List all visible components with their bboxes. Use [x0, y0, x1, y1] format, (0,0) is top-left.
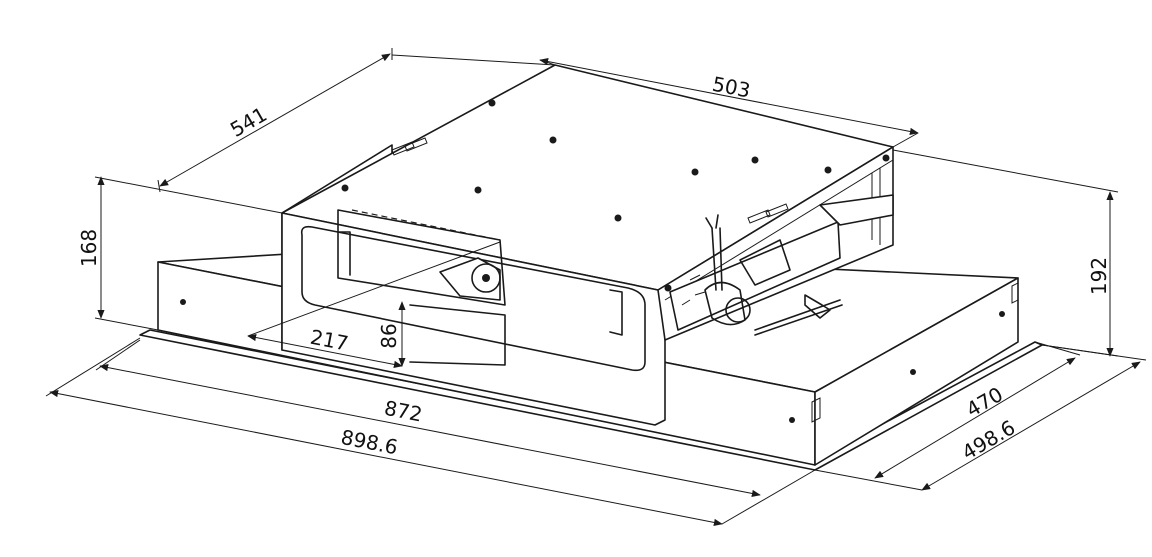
- dim-label-outlet-height: 86: [377, 323, 401, 348]
- dimension-lines: [45, 48, 1147, 526]
- dim-label-left-height: 168: [77, 229, 101, 267]
- dim-label-outer-width: 898.6: [339, 425, 400, 459]
- dim-label-right-height: 192: [1087, 257, 1111, 295]
- dim-label-top-depth: 541: [226, 102, 271, 142]
- dim-label-top-width: 503: [710, 72, 752, 103]
- dim-label-inner-depth: 470: [962, 382, 1007, 422]
